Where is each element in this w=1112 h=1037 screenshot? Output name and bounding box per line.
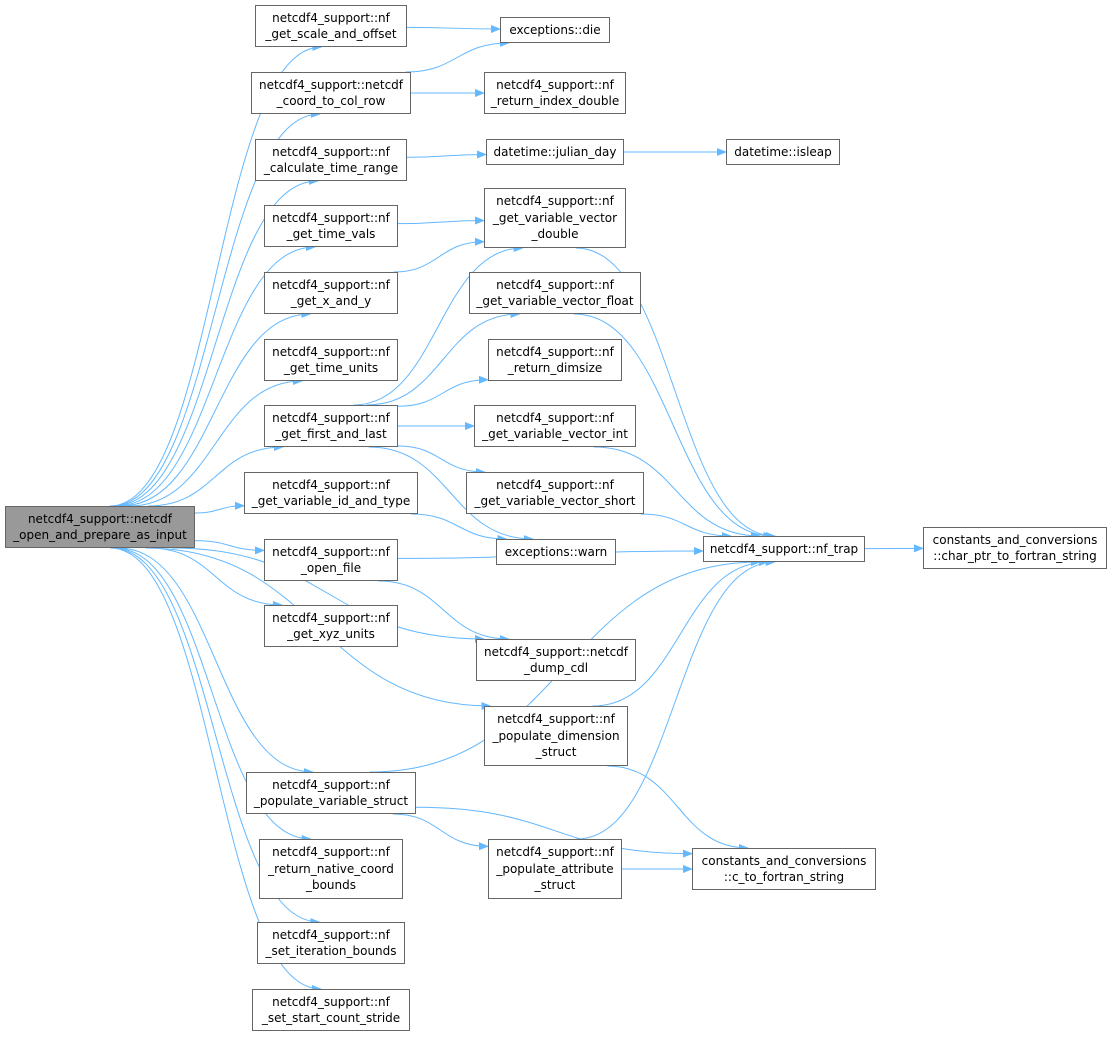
node-isleap[interactable]: datetime::isleap (726, 139, 840, 165)
edge-populate_dimension_struct-to-c_to_fortran_string (607, 765, 749, 852)
edge-populate_attribute_struct-to-nf_trap (576, 558, 776, 840)
node-label: netcdf4_support::nf _get_variable_vector… (492, 194, 618, 242)
node-label: netcdf4_support::nf _get_xyz_units (272, 610, 390, 642)
edge-get_variable_vector_double-to-nf_trap (575, 247, 777, 540)
node-label: netcdf4_support::nf _get_time_units (272, 344, 390, 376)
node-label: netcdf4_support::nf _set_iteration_bound… (265, 927, 397, 959)
node-populate-attribute-struct[interactable]: netcdf4_support::nf _populate_attribute … (488, 839, 622, 899)
node-coord-to-col-row[interactable]: netcdf4_support::netcdf _coord_to_col_ro… (251, 72, 411, 114)
node-get-variable-vector-float[interactable]: netcdf4_support::nf _get_variable_vector… (469, 272, 641, 314)
edge-get_first_and_last-to-exceptions_warn (368, 446, 534, 543)
node-label: netcdf4_support::nf_trap (709, 541, 859, 556)
edge-get_variable_id_and_type-to-exceptions_warn (411, 513, 508, 543)
edge-populate_variable_struct-to-populate_attribute_struct (392, 813, 489, 851)
edge-get_first_and_last-to-get_variable_vector_short (397, 445, 486, 476)
node-get-x-and-y[interactable]: netcdf4_support::nf _get_x_and_y (264, 272, 398, 314)
node-label: netcdf4_support::netcdf _open_and_prepar… (13, 511, 187, 543)
node-c-to-fortran-string[interactable]: constants_and_conversions ::c_to_fortran… (692, 848, 876, 890)
node-get-scale-and-offset[interactable]: netcdf4_support::nf _get_scale_and_offse… (255, 5, 407, 47)
edge-populate_variable_struct-to-c_to_fortran_string (415, 806, 693, 858)
edge-get_first_and_last-to-get_variable_vector_double (353, 244, 524, 406)
edge-root-to-get_x_and_y (120, 310, 312, 507)
edge-get_x_and_y-to-get_variable_vector_double (393, 237, 485, 273)
node-get-variable-vector-int[interactable]: netcdf4_support::nf _get_variable_vector… (474, 405, 636, 447)
edge-root-to-set_iteration_bounds (111, 547, 321, 926)
edge-root-to-populate_variable_struct (118, 547, 314, 776)
node-get-time-vals[interactable]: netcdf4_support::nf _get_time_vals (264, 205, 398, 247)
edge-root-to-get_xyz_units (148, 547, 283, 609)
edge-open_file-to-netcdf_dump_cdl (378, 580, 510, 643)
edge-get_time_vals-to-get_variable_vector_double (397, 216, 485, 225)
node-label: netcdf4_support::nf _get_variable_id_and… (251, 477, 411, 509)
edge-root-to-open_file (194, 540, 265, 555)
node-return-native-coord-bounds[interactable]: netcdf4_support::nf _return_native_coord… (259, 839, 403, 899)
edge-coord_to_col_row-to-exceptions_die (405, 39, 510, 73)
node-set-iteration-bounds[interactable]: netcdf4_support::nf _set_iteration_bound… (257, 922, 405, 964)
edge-root-to-set_start_count_stride (110, 547, 322, 993)
node-label: netcdf4_support::nf _populate_attribute … (496, 845, 614, 893)
node-root: netcdf4_support::netcdf _open_and_prepar… (5, 506, 195, 548)
node-exceptions-die[interactable]: exceptions::die (500, 17, 610, 43)
node-get-xyz-units[interactable]: netcdf4_support::nf _get_xyz_units (264, 605, 398, 647)
node-label: datetime::isleap (734, 144, 832, 159)
node-label: netcdf4_support::nf _set_start_count_str… (261, 994, 401, 1026)
node-label: netcdf4_support::nf _get_x_and_y (272, 277, 390, 309)
node-label: netcdf4_support::nf _calculate_time_rang… (263, 144, 399, 176)
edge-root-to-get_time_vals (116, 243, 316, 507)
node-open-file[interactable]: netcdf4_support::nf _open_file (264, 539, 398, 581)
edge-root-to-get_first_and_last (148, 443, 284, 507)
node-netcdf-dump-cdl[interactable]: netcdf4_support::netcdf _dump_cdl (476, 639, 636, 681)
node-label: netcdf4_support::nf _get_variable_vector… (476, 277, 634, 309)
node-return-dimsize[interactable]: netcdf4_support::nf _return_dimsize (488, 339, 622, 381)
node-char-ptr-to-fortran-string[interactable]: constants_and_conversions ::char_ptr_to_… (923, 527, 1107, 569)
edge-get_scale_and_offset-to-exceptions_die (406, 25, 501, 34)
edge-root-to-get_variable_id_and_type (194, 501, 245, 514)
node-label: netcdf4_support::nf _populate_dimension … (492, 712, 620, 760)
node-get-variable-vector-short[interactable]: netcdf4_support::nf _get_variable_vector… (466, 472, 644, 514)
node-label: constants_and_conversions ::c_to_fortran… (701, 853, 867, 885)
node-label: netcdf4_support::nf _get_variable_vector… (474, 477, 636, 509)
edge-root-to-netcdf_dump_cdl (171, 547, 485, 643)
node-label: netcdf4_support::nf _open_file (272, 544, 390, 576)
edge-root-to-get_time_units (129, 377, 303, 507)
node-label: netcdf4_support::netcdf _coord_to_col_ro… (258, 77, 404, 109)
edges-layer (109, 25, 924, 993)
edge-get_variable_vector_float-to-nf_trap (573, 313, 774, 540)
node-label: netcdf4_support::nf _return_native_coord… (268, 845, 394, 893)
node-label: exceptions::die (509, 22, 601, 37)
node-set-start-count-stride[interactable]: netcdf4_support::nf _set_start_count_str… (252, 989, 410, 1031)
node-get-time-units[interactable]: netcdf4_support::nf _get_time_units (264, 339, 398, 381)
node-return-index-double[interactable]: netcdf4_support::nf _return_index_double (484, 72, 626, 114)
node-label: netcdf4_support::netcdf _dump_cdl (483, 644, 629, 676)
node-label: constants_and_conversions ::char_ptr_to_… (932, 532, 1098, 564)
node-label: netcdf4_support::nf _get_time_vals (272, 210, 390, 242)
node-calculate-time-range[interactable]: netcdf4_support::nf _calculate_time_rang… (255, 139, 407, 181)
node-label: netcdf4_support::nf _get_scale_and_offse… (265, 10, 397, 42)
edge-root-to-coord_to_col_row (111, 110, 321, 507)
edge-root-to-return_native_coord_bounds (114, 547, 312, 843)
node-get-variable-vector-double[interactable]: netcdf4_support::nf _get_variable_vector… (484, 188, 626, 248)
edge-calculate_time_range-to-julian_day (406, 150, 487, 159)
node-julian-day[interactable]: datetime::julian_day (486, 139, 624, 165)
node-label: netcdf4_support::nf _return_dimsize (496, 344, 614, 376)
node-label: netcdf4_support::nf _return_index_double (490, 77, 620, 109)
node-label: netcdf4_support::nf _get_first_and_last (272, 410, 390, 442)
edge-populate_dimension_struct-to-nf_trap (592, 558, 770, 707)
edge-get_variable_vector_int-to-nf_trap (594, 446, 761, 540)
node-label: datetime::julian_day (493, 144, 617, 159)
node-populate-variable-struct[interactable]: netcdf4_support::nf _populate_variable_s… (246, 772, 416, 814)
edge-get_first_and_last-to-return_dimsize (397, 375, 489, 407)
node-label: netcdf4_support::nf _get_variable_vector… (482, 410, 628, 442)
node-label: netcdf4_support::nf _populate_variable_s… (253, 777, 409, 809)
edge-get_first_and_last-to-get_variable_vector_float (366, 310, 521, 406)
node-populate-dimension-struct[interactable]: netcdf4_support::nf _populate_dimension … (484, 706, 628, 766)
node-get-first-and-last[interactable]: netcdf4_support::nf _get_first_and_last (264, 405, 398, 447)
node-get-variable-id-and-type[interactable]: netcdf4_support::nf _get_variable_id_and… (244, 472, 418, 514)
node-label: exceptions::warn (504, 544, 608, 559)
edge-root-to-calculate_time_range (113, 177, 319, 507)
node-nf-trap[interactable]: netcdf4_support::nf_trap (703, 536, 865, 562)
node-exceptions-warn[interactable]: exceptions::warn (496, 539, 616, 565)
edge-get_variable_vector_short-to-nf_trap (640, 513, 732, 540)
